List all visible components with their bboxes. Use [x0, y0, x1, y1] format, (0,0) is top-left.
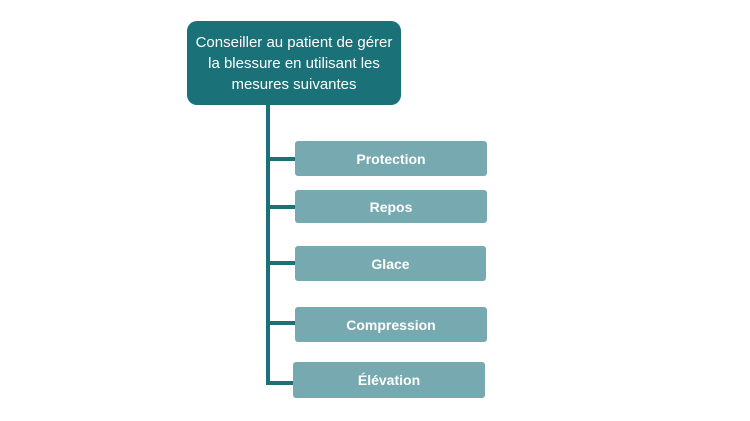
item-glace: Glace	[295, 246, 486, 281]
item-compression: Compression	[295, 307, 487, 342]
item-elevation-label: Élévation	[357, 372, 421, 388]
connector-branch-elevation	[266, 381, 296, 385]
item-compression-label: Compression	[346, 316, 436, 333]
item-protection: Protection	[295, 141, 487, 176]
connector-branch-compression	[266, 321, 296, 325]
item-repos: Repos	[295, 190, 487, 223]
root-node: Conseiller au patient de gérer la blessu…	[187, 21, 401, 105]
connector-branch-protection	[266, 157, 296, 161]
item-protection-label: Protection	[356, 150, 426, 167]
item-glace-label: Glace	[371, 255, 410, 272]
connector-trunk	[266, 104, 270, 385]
connector-branch-glace	[266, 261, 296, 265]
connector-branch-repos	[266, 205, 296, 209]
item-elevation: Élévation	[293, 362, 485, 398]
item-repos-label: Repos	[369, 198, 413, 215]
root-node-label: Conseiller au patient de gérer la blessu…	[195, 33, 393, 93]
